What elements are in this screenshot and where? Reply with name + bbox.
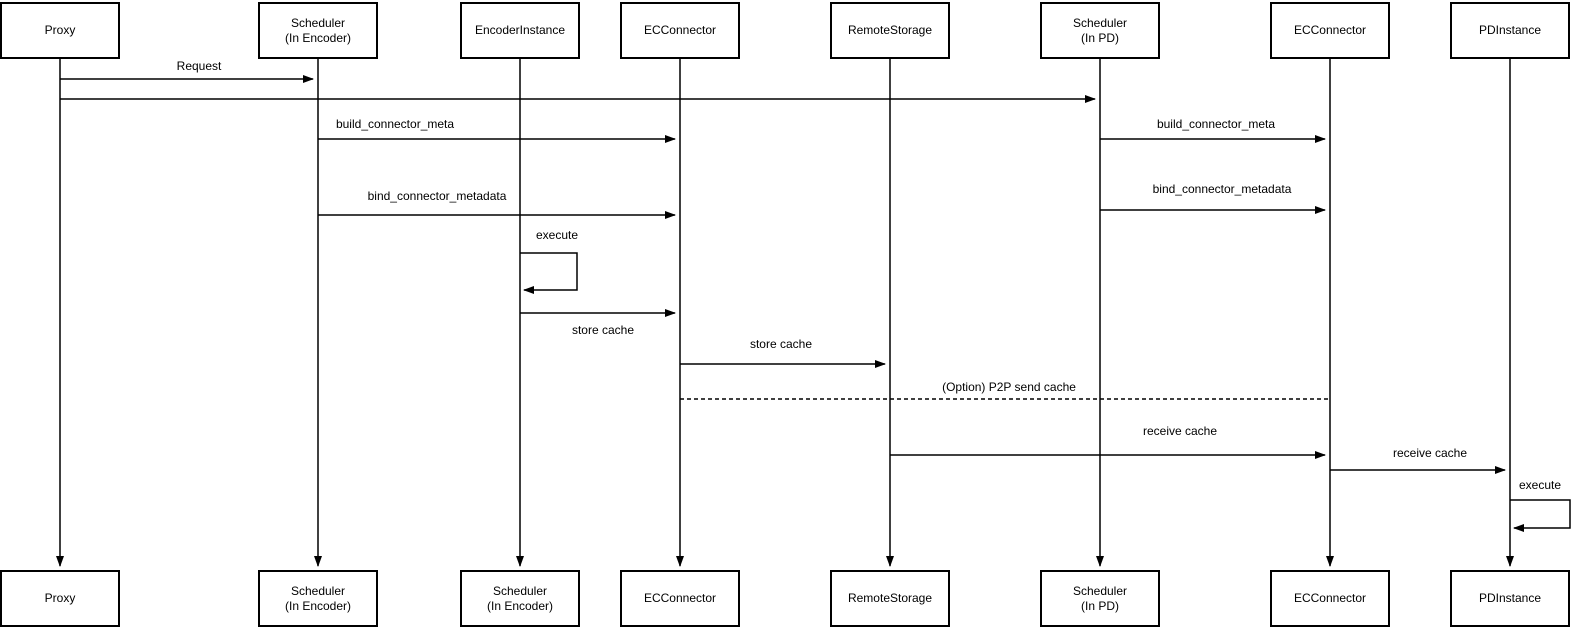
actor-label: Scheduler: [290, 15, 346, 30]
actor-bottom-scheduler-encoder: Scheduler(In Encoder): [258, 570, 378, 627]
message-label-bind-connector-metadata-encoder: bind_connector_metadata: [367, 189, 507, 203]
arrow-execute-pd-self-loop: [1510, 499, 1571, 532]
message-label-p2p-send-cache: (Option) P2P send cache: [942, 380, 1076, 394]
actor-label: ECConnector: [1293, 591, 1367, 605]
message-label-execute-pd: execute: [1518, 478, 1562, 492]
actor-bottom-remote-storage: RemoteStorage: [830, 570, 950, 627]
message-label-build-connector-meta-pd: build_connector_meta: [1156, 117, 1276, 131]
message-label-receive-cache-2: receive cache: [1392, 446, 1468, 460]
actor-label: Proxy: [44, 23, 76, 37]
message-label-store-cache-1: store cache: [571, 323, 635, 337]
actor-top-proxy: Proxy: [0, 2, 120, 59]
actor-bottom-scheduler-pd: Scheduler(In PD): [1040, 570, 1160, 627]
actor-label: ECConnector: [1293, 23, 1367, 37]
actor-label-line2: (In Encoder): [486, 598, 554, 613]
actor-top-remote-storage: RemoteStorage: [830, 2, 950, 59]
actor-top-pd-instance: PDInstance: [1450, 2, 1570, 59]
actor-label: Scheduler: [1072, 583, 1128, 598]
message-label-store-cache-2: store cache: [749, 337, 813, 351]
actor-label: Scheduler: [290, 583, 346, 598]
actor-bottom-proxy: Proxy: [0, 570, 120, 627]
actor-bottom-encoder-instance: Scheduler(In Encoder): [460, 570, 580, 627]
actor-label-line2: (In PD): [1080, 30, 1119, 45]
actor-top-encoder-instance: EncoderInstance: [460, 2, 580, 59]
actor-label-line2: (In Encoder): [284, 30, 352, 45]
message-label-bind-connector-metadata-pd: bind_connector_metadata: [1152, 182, 1292, 196]
actor-top-ec-connector-enc: ECConnector: [620, 2, 740, 59]
actor-top-scheduler-encoder: Scheduler(In Encoder): [258, 2, 378, 59]
actor-top-scheduler-pd: Scheduler(In PD): [1040, 2, 1160, 59]
arrow-execute-encoder-self-loop: [520, 252, 578, 294]
message-label-request: Request: [176, 59, 222, 73]
actor-label: Scheduler: [1072, 15, 1128, 30]
actor-top-ec-connector-pd: ECConnector: [1270, 2, 1390, 59]
message-label-execute-encoder: execute: [535, 228, 579, 242]
actor-label: RemoteStorage: [847, 591, 933, 605]
actor-label: ECConnector: [643, 23, 717, 37]
actor-label: RemoteStorage: [847, 23, 933, 37]
message-label-receive-cache-1: receive cache: [1142, 424, 1218, 438]
actor-bottom-ec-connector-enc: ECConnector: [620, 570, 740, 627]
actor-label: ECConnector: [643, 591, 717, 605]
actor-label: PDInstance: [1478, 591, 1542, 605]
actor-label: PDInstance: [1478, 23, 1542, 37]
actor-bottom-ec-connector-pd: ECConnector: [1270, 570, 1390, 627]
actor-label-line2: (In PD): [1080, 598, 1119, 613]
actor-bottom-pd-instance: PDInstance: [1450, 570, 1570, 627]
actor-label: Scheduler: [492, 583, 548, 598]
actor-label-line2: (In Encoder): [284, 598, 352, 613]
message-label-build-connector-meta-encoder: build_connector_meta: [335, 117, 455, 131]
actor-label: EncoderInstance: [474, 23, 566, 37]
actor-label: Proxy: [44, 591, 76, 605]
